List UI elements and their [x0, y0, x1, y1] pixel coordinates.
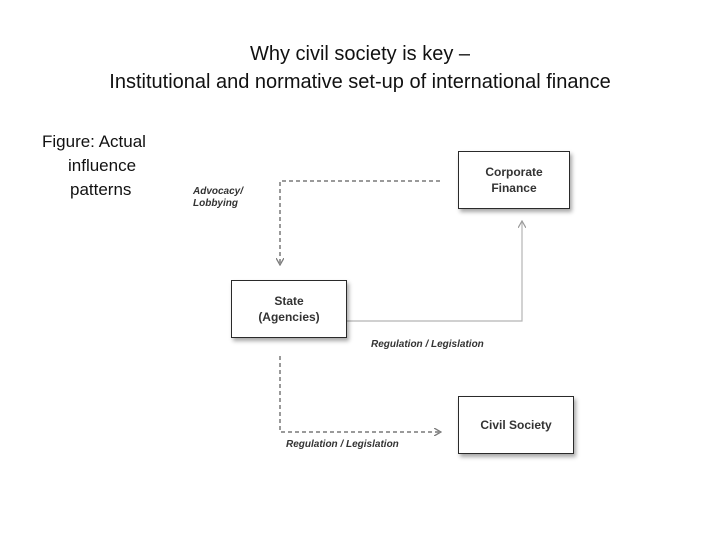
- advocacy-lobbying-arrow: [280, 180, 440, 264]
- figure-caption-line-1: Figure: Actual: [42, 132, 146, 151]
- edge-label-advocacy-line-2: Lobbying: [193, 198, 238, 209]
- slide-title-line-1: Why civil society is key –: [249, 43, 471, 65]
- slide-title-line-2: Institutional and normative set-up of in…: [109, 71, 611, 93]
- figure-caption-line-3: patterns: [70, 180, 132, 199]
- edge-label-advocacy-line-1: Advocacy/: [193, 186, 244, 197]
- regulation-state-to-civil-arrow: [279, 356, 440, 432]
- figure-caption-line-2: influence: [68, 156, 137, 175]
- node-corporate-finance: Corporate Finance: [458, 151, 570, 209]
- node-corporate-finance-line-2: Finance: [491, 181, 537, 195]
- regulation-state-to-corporate-arrow: [347, 222, 522, 322]
- edge-label-regulation-civil: Regulation / Legislation: [286, 439, 399, 450]
- node-state-agencies: State (Agencies): [231, 280, 347, 338]
- node-civil-society-label: Civil Society: [480, 418, 552, 432]
- node-civil-society: Civil Society: [458, 396, 574, 454]
- node-corporate-finance-line-1: Corporate: [485, 165, 543, 179]
- node-state-line-1: State: [274, 294, 304, 308]
- node-state-line-2: (Agencies): [258, 310, 320, 324]
- edge-label-regulation-corporate: Regulation / Legislation: [371, 339, 484, 350]
